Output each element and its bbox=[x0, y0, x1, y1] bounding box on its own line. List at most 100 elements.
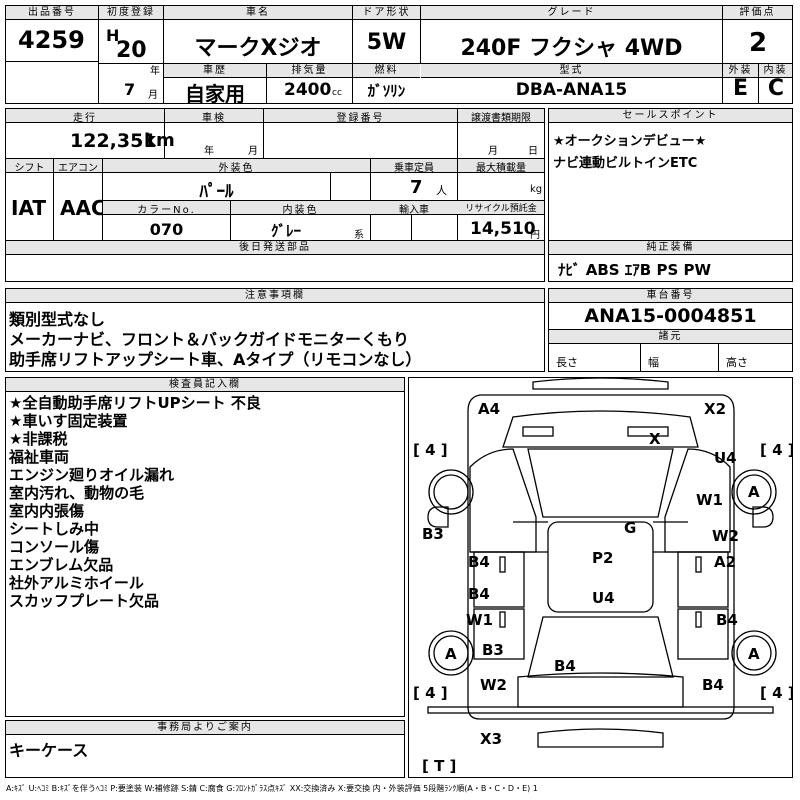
spec-block bbox=[5, 108, 545, 282]
sales-line-2: ナビ連動ビルトインETC bbox=[553, 156, 698, 171]
transfer-label: 譲渡書類期限 bbox=[471, 113, 531, 124]
name-label: 車名 bbox=[164, 6, 352, 20]
ac-label: エアコン bbox=[58, 163, 98, 174]
mark-u4-c: U4 bbox=[592, 589, 615, 607]
disp-unit: cc bbox=[332, 88, 342, 98]
mark-w1-l: W1 bbox=[466, 611, 493, 629]
mark-b4-l1: B4 bbox=[468, 553, 490, 571]
note-line-1: 類別型式なし bbox=[9, 310, 106, 329]
mark-a4: A4 bbox=[478, 400, 500, 418]
inspector-line: コンソール傷 bbox=[9, 538, 100, 556]
grade-label: グレード bbox=[421, 6, 722, 20]
mark-b3-l: B3 bbox=[422, 525, 444, 543]
inspect-year-unit: 年 bbox=[204, 146, 214, 157]
later-parts-label: 後日発送部品 bbox=[6, 241, 544, 255]
chassis-block bbox=[548, 288, 793, 372]
inspector-line: シートしみ中 bbox=[9, 520, 100, 538]
fuel: ｶﾞｿﾘﾝ bbox=[367, 82, 406, 100]
month-unit: 月 bbox=[148, 90, 158, 101]
year-unit: 年 bbox=[150, 66, 160, 77]
load-label: 最大積載量 bbox=[476, 163, 526, 174]
ext-label: 外装 bbox=[723, 64, 758, 78]
mileage-unit: km bbox=[144, 130, 175, 151]
colorno-label: カラーNo. bbox=[137, 205, 196, 216]
note-line-2: メーカーナビ、フロント＆バックガイドモニターくもり bbox=[9, 330, 410, 349]
inspector-line: 室内内張傷 bbox=[9, 502, 85, 520]
grade: 240F フクシャ 4WD bbox=[460, 36, 683, 61]
mark-u4: U4 bbox=[714, 449, 737, 467]
height-label: 高さ bbox=[726, 356, 748, 369]
inspector-line: ★車いす固定装置 bbox=[9, 412, 128, 430]
equip-label: 純正装備 bbox=[549, 241, 792, 255]
inspector-line: ★全自動助手席リフトUPシート 不良 bbox=[9, 394, 261, 412]
shift-label: シフト bbox=[14, 163, 45, 174]
door-type: 5W bbox=[366, 30, 407, 55]
intcolor-label: 内装色 bbox=[282, 205, 319, 216]
car-name: マークXジオ bbox=[194, 36, 322, 61]
ext-color: ﾊﾟｰﾙ bbox=[199, 182, 234, 202]
inspector-line: 福祉車両 bbox=[9, 448, 70, 466]
car-diagram: [ 4 ] [ 4 ] [ 4 ] [ 4 ] [ T ] A4 X2 X U4… bbox=[413, 377, 793, 775]
disp-label: 排気量 bbox=[267, 64, 352, 78]
intcolor-unit: 系 bbox=[354, 230, 364, 241]
inspect-month-unit: 月 bbox=[248, 146, 258, 157]
mark-x: X bbox=[649, 430, 661, 448]
fuel-label: 燃料 bbox=[353, 64, 420, 78]
inspector-block bbox=[5, 377, 405, 717]
mark-w1-r: W1 bbox=[696, 491, 723, 509]
mark-w2-r: W2 bbox=[712, 527, 739, 545]
notes-label: 注意事項欄 bbox=[6, 289, 544, 303]
inspector-label: 検査員記入欄 bbox=[6, 378, 404, 392]
score: 2 bbox=[748, 28, 768, 58]
mileage: 122,351 bbox=[70, 130, 157, 152]
cap-label: 乗車定員 bbox=[394, 163, 434, 174]
mark-a-rr: A bbox=[748, 645, 760, 663]
sales-label: セールスポイント bbox=[549, 109, 792, 123]
recycle-label: リサイクル預託金 bbox=[465, 204, 537, 214]
color-number: 070 bbox=[149, 220, 184, 239]
mileage-label: 走行 bbox=[73, 113, 97, 124]
office-note: キーケース bbox=[9, 741, 89, 760]
sales-line-1: ★オークションデビュー★ bbox=[553, 134, 707, 149]
reg-label: 登録番号 bbox=[336, 113, 385, 124]
mark-b4-l2: B4 bbox=[468, 585, 490, 603]
mark-p2: P2 bbox=[592, 549, 613, 567]
history: 自家用 bbox=[185, 82, 245, 106]
capacity: 7 bbox=[410, 177, 423, 198]
notes-block bbox=[5, 288, 545, 372]
mark-x3: X3 bbox=[480, 730, 502, 748]
inspect-label: 車検 bbox=[202, 113, 226, 124]
import-label: 輸入車 bbox=[399, 205, 429, 216]
displacement: 2400 bbox=[284, 80, 332, 100]
office-label: 事務局よりご案内 bbox=[6, 721, 404, 735]
model-code: DBA-ANA15 bbox=[515, 80, 628, 100]
inspector-line: スカッフプレート欠品 bbox=[9, 592, 160, 610]
transfer-day: 日 bbox=[528, 146, 538, 157]
sales-point-block bbox=[548, 108, 793, 282]
mark-b3-rl: B3 bbox=[482, 641, 504, 659]
era: H bbox=[106, 26, 120, 45]
wheel-rr-bracket: [ 4 ] bbox=[760, 684, 793, 702]
first-reg-label: 初度登録 bbox=[99, 6, 163, 20]
cap-unit: 人 bbox=[436, 184, 447, 197]
note-line-3: 助手席リフトアップシート車、Aタイプ（リモコンなし） bbox=[9, 350, 422, 369]
legend: A:ｷｽﾞ U:ﾍｺﾐ B:ｷｽﾞを伴うﾍｺﾐ P:要塗装 W:補修跡 S:錆 … bbox=[6, 784, 538, 793]
mark-b4-r: B4 bbox=[716, 611, 738, 629]
wheel-rl-bracket: [ 4 ] bbox=[413, 684, 448, 702]
door-label: ドア形状 bbox=[353, 6, 420, 20]
int-grade: C bbox=[767, 76, 785, 101]
recycle-unit: 円 bbox=[530, 230, 540, 241]
reg-year: 20 bbox=[116, 38, 147, 63]
length-label: 長さ bbox=[556, 356, 578, 369]
reg-month: 7 bbox=[124, 80, 136, 99]
chassis-number: ANA15-0004851 bbox=[584, 305, 757, 327]
color-label: 外装色 bbox=[218, 163, 255, 174]
int-label: 内装 bbox=[759, 64, 792, 78]
lot-number: 4259 bbox=[18, 26, 85, 54]
chassis-label: 車台番号 bbox=[549, 289, 792, 303]
lot-label: 出品番号 bbox=[6, 6, 98, 20]
inspector-notes: ★全自動助手席リフトUPシート 不良★車いす固定装置★非課税福祉車両エンジン廻り… bbox=[9, 394, 261, 610]
mark-w2-l: W2 bbox=[480, 676, 507, 694]
header-block bbox=[5, 5, 793, 104]
inspector-line: 社外アルミホイール bbox=[9, 574, 144, 592]
